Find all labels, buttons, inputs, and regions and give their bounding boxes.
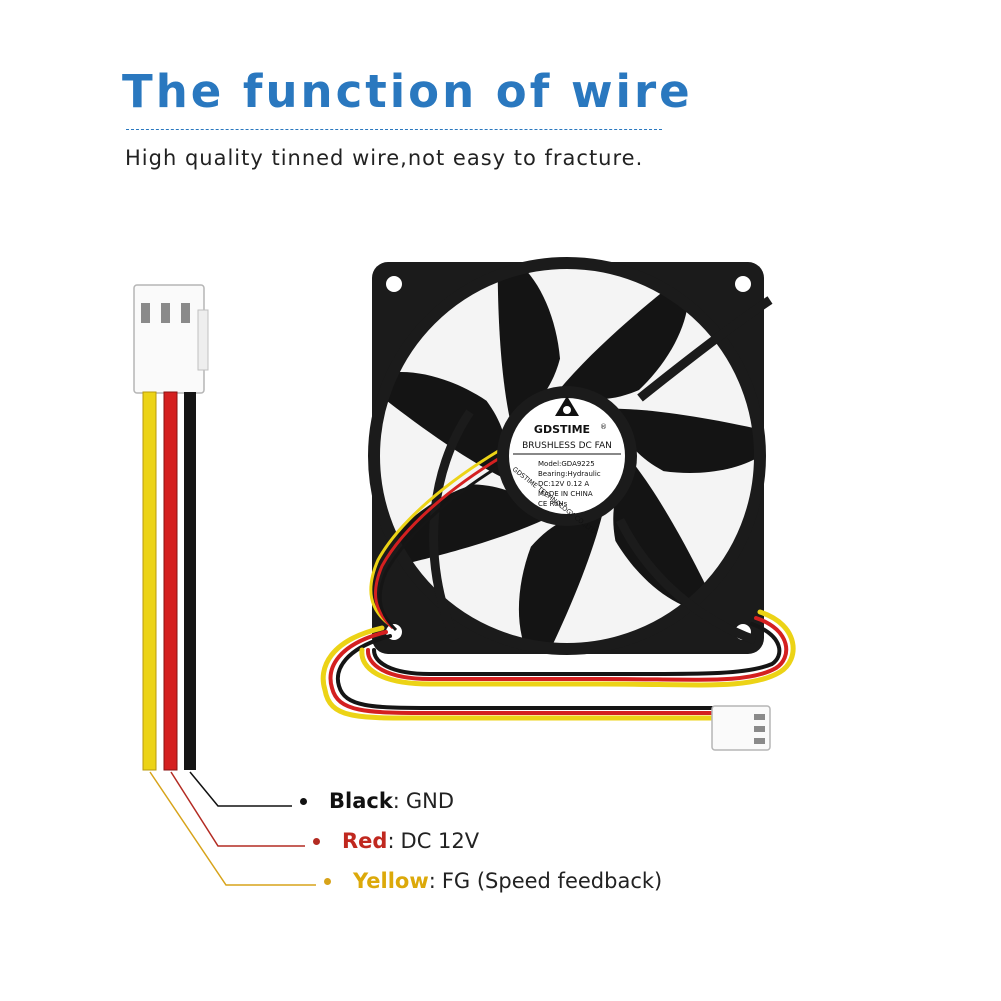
mount-hole-top-left xyxy=(386,276,402,292)
fan-blade xyxy=(497,263,560,422)
rating-line: DC:12V 0.12 A xyxy=(538,480,589,488)
fan-plug-pin xyxy=(754,726,765,732)
legend-name-yellow: Yellow xyxy=(353,869,429,893)
fan-outer-ring xyxy=(368,257,766,655)
wire-connector-closeup xyxy=(133,284,209,771)
fan-internal-wires xyxy=(374,454,504,630)
fan-plug-pin xyxy=(754,714,765,720)
fan-strut xyxy=(637,296,773,402)
fan-blade xyxy=(559,274,689,400)
connector-pin-2 xyxy=(161,303,170,323)
fan-blade xyxy=(381,484,546,570)
legend-function-red: DC 12V xyxy=(400,829,480,853)
legend-function-yellow: FG (Speed feedback) xyxy=(441,869,663,893)
legend-name-black: Black xyxy=(329,789,393,813)
connector-housing xyxy=(133,284,205,394)
product-type: BRUSHLESS DC FAN xyxy=(522,441,612,451)
legend-sep-yellow: : xyxy=(428,869,436,893)
cable-yellow-strand xyxy=(320,625,715,721)
fan-internal-wires xyxy=(369,448,501,627)
fan-blade xyxy=(613,462,719,612)
connector-pin-3 xyxy=(181,303,190,323)
cable-return-loop-red xyxy=(366,616,789,682)
fan-blades xyxy=(374,263,760,649)
legend-row-black: Black : GND xyxy=(300,789,454,813)
legend-name-red: Red xyxy=(342,829,388,853)
red-wire xyxy=(163,391,178,771)
fan-strut xyxy=(615,517,757,645)
legend-dot-black xyxy=(300,797,307,805)
legend-function-black: GND xyxy=(405,789,455,813)
page-title: The function of wire xyxy=(122,65,693,118)
legend-sep-black: : xyxy=(392,789,400,813)
fan-cable xyxy=(320,609,796,721)
brand-name: GDSTIME xyxy=(534,423,590,436)
legend-row-yellow: Yellow : FG (Speed feedback) xyxy=(324,869,662,893)
connector-pin-1 xyxy=(141,303,150,323)
model-line: Model:GDA9225 xyxy=(538,460,595,468)
cable-red-strand xyxy=(328,630,714,715)
legend-dot-red xyxy=(313,837,320,845)
fan-strut xyxy=(429,409,474,642)
black-wire xyxy=(184,392,196,770)
fan-blade xyxy=(613,408,760,473)
fan-plug-pin xyxy=(754,738,765,744)
fan-plug xyxy=(711,705,771,751)
fan-blade xyxy=(374,371,508,479)
leader-lines xyxy=(149,771,316,886)
bearing-line: Bearing:Hydraulic xyxy=(538,470,601,478)
fan-blade xyxy=(518,511,603,649)
cable-black-strand xyxy=(335,634,714,710)
fan-hub-label xyxy=(509,398,625,514)
legend-sep-red: : xyxy=(387,829,395,853)
mount-hole-top-right xyxy=(735,276,751,292)
yellow-wire xyxy=(142,391,157,771)
registered-mark: ® xyxy=(600,423,607,431)
legend-dot-yellow xyxy=(324,877,331,885)
fan-internal-wires xyxy=(378,460,507,632)
cable-return-loop-black xyxy=(372,622,782,677)
cable-return-loop xyxy=(359,609,796,688)
origin-line: MADE IN CHINA xyxy=(538,490,593,498)
certs-line: CE RoHs xyxy=(538,500,568,508)
red-leader-line xyxy=(170,771,305,847)
connector-latch xyxy=(197,309,209,371)
legend-row-red: Red : DC 12V xyxy=(313,829,479,853)
title-divider xyxy=(126,129,662,130)
black-leader-line xyxy=(189,771,292,807)
yellow-leader-line xyxy=(149,771,316,886)
brand-logo-swirl-icon xyxy=(563,406,571,414)
page-subtitle: High quality tinned wire,not easy to fra… xyxy=(125,146,644,170)
dc-fan xyxy=(368,257,773,655)
